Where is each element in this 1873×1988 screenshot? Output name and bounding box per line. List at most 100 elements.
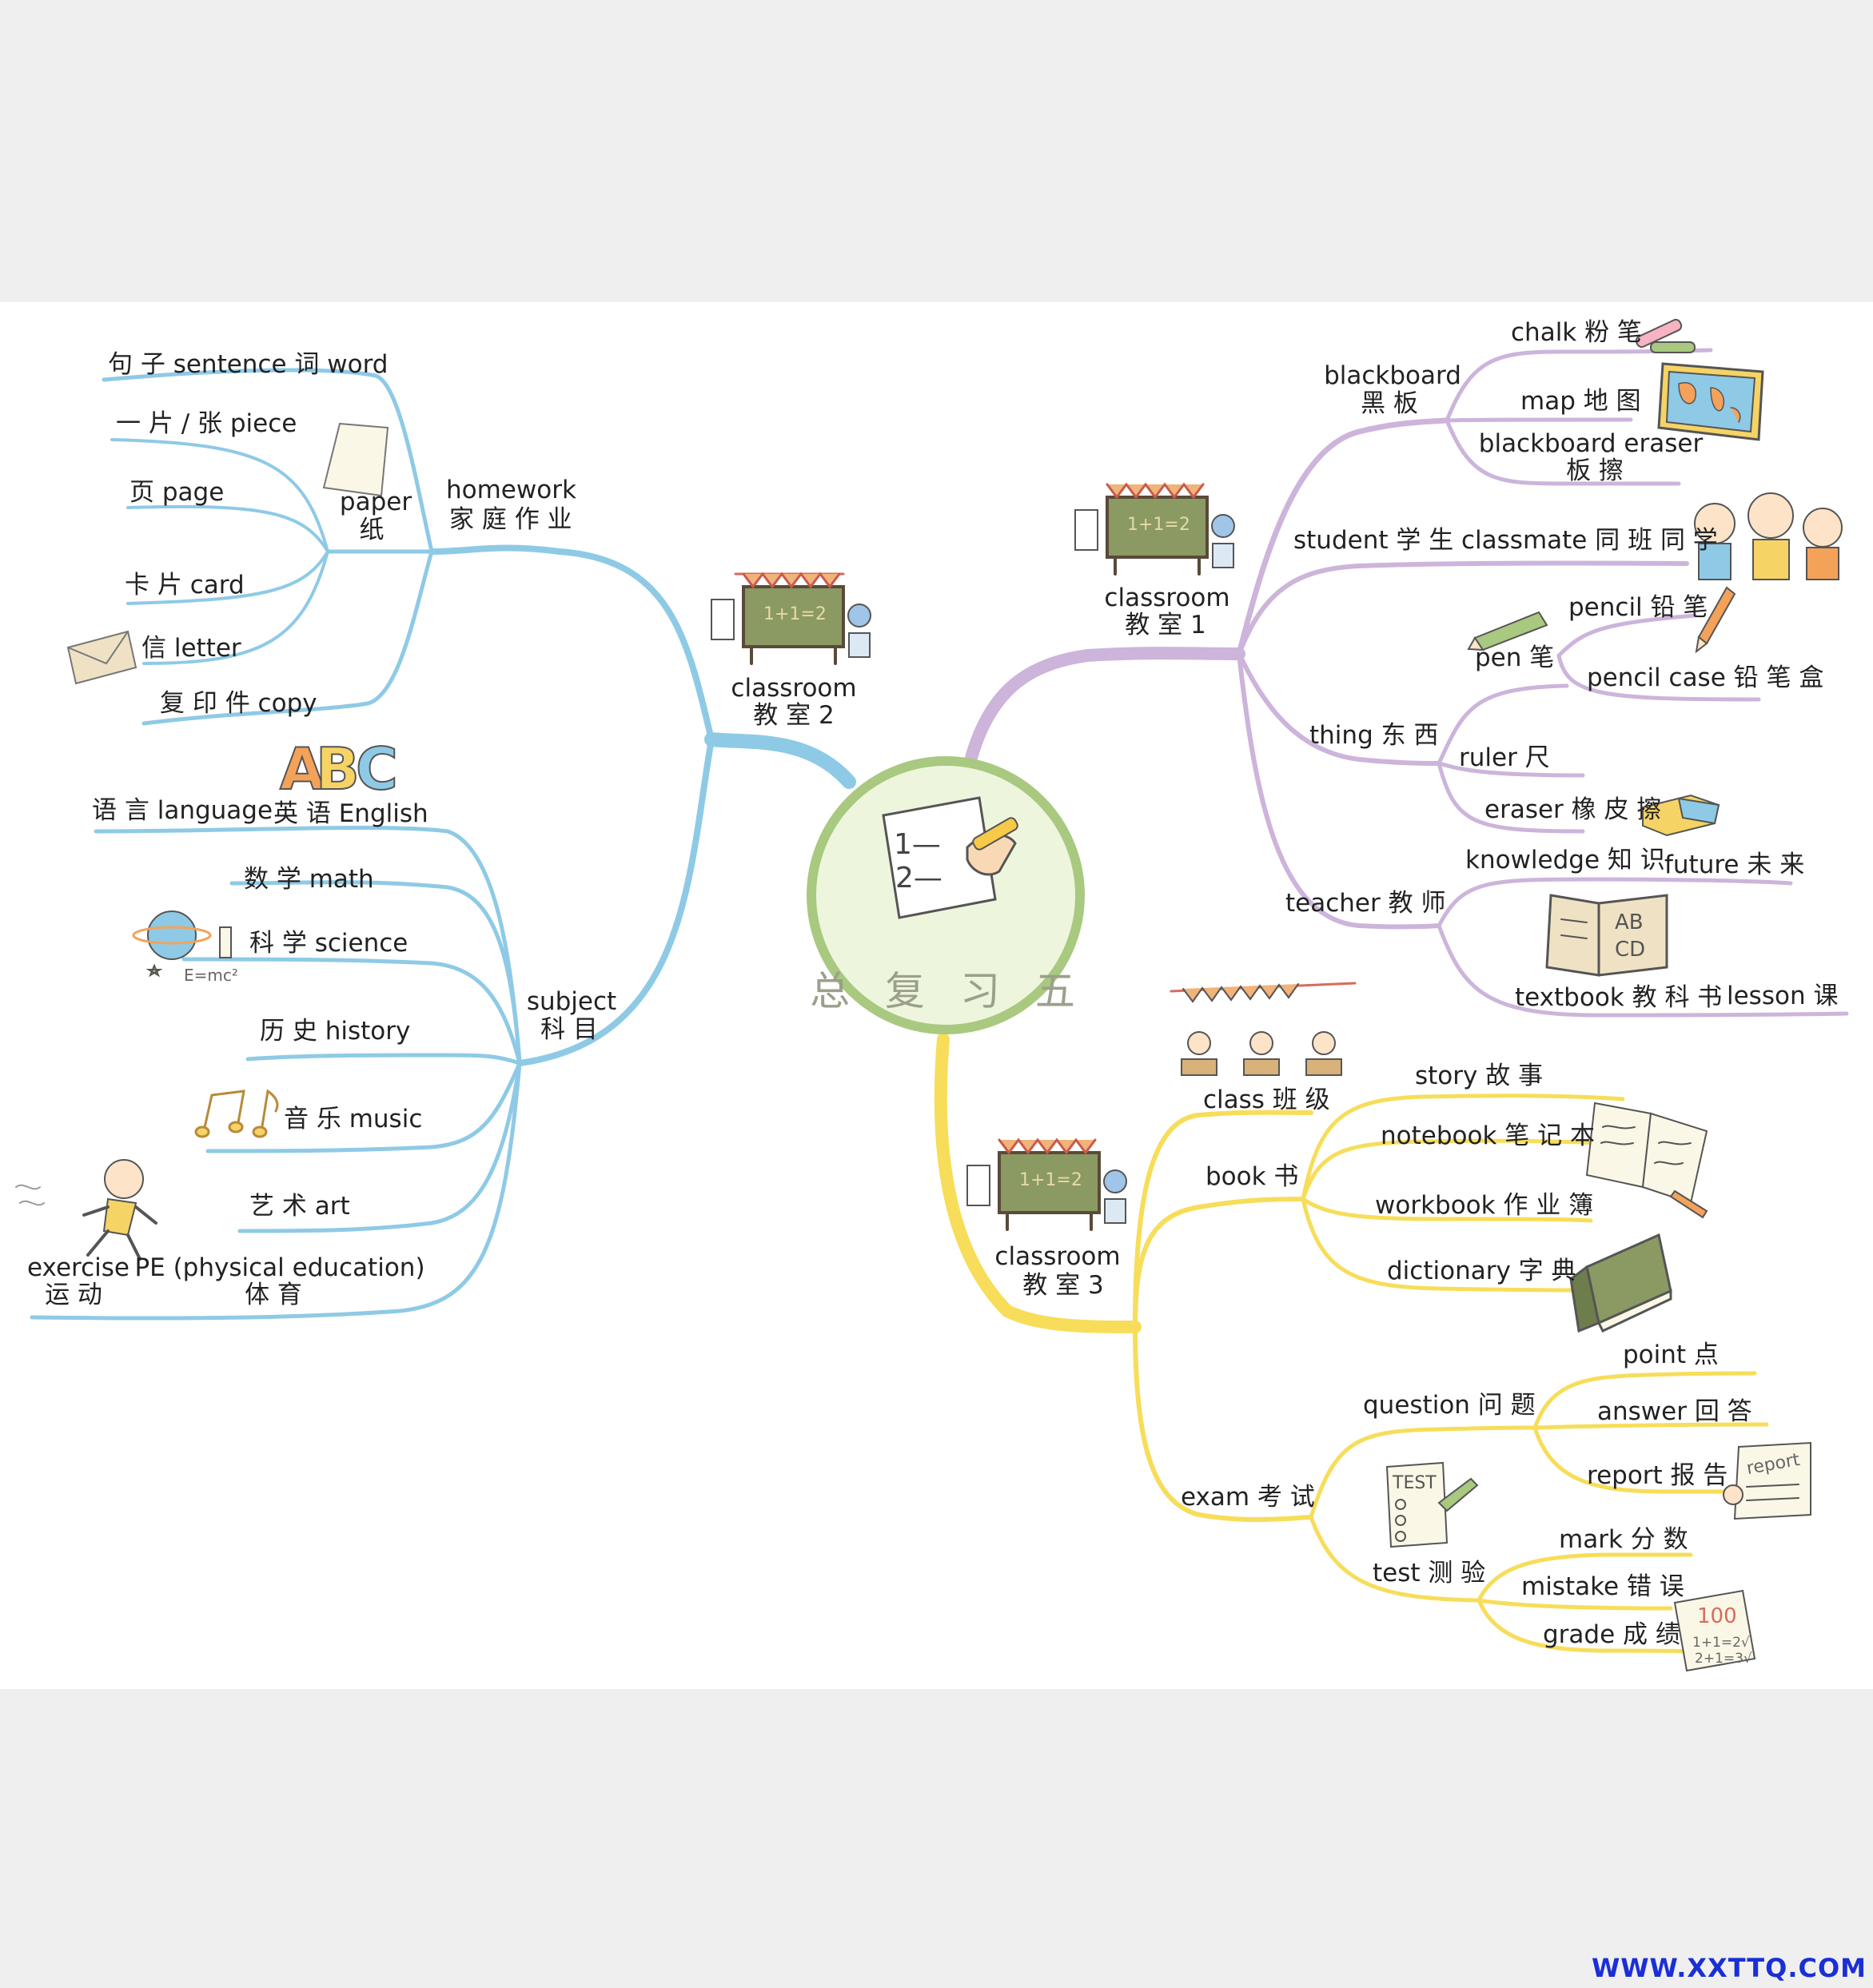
teacher-label: teacher 教 师 — [1285, 889, 1446, 918]
center-title: 总 复 习 五 — [810, 968, 1086, 1014]
classroom-board-icon: 1+1=2 — [711, 572, 871, 665]
classroom1-label-cn: 教 室 1 — [1125, 611, 1206, 639]
exercise-label-cn: 运 动 — [45, 1281, 102, 1309]
svg-text:TEST: TEST — [1392, 1473, 1437, 1493]
chalk-icon — [1635, 318, 1696, 353]
classmate-label: classmate 同 班 同 学 — [1461, 526, 1718, 555]
homework-label: homework — [446, 476, 576, 504]
answer-label: answer 回 答 — [1597, 1397, 1752, 1426]
subject-label: subject — [526, 987, 617, 1016]
pencil-case-label: pencil case 铅 笔 盒 — [1587, 663, 1824, 692]
dictionary-label: dictionary 字 典 — [1387, 1257, 1576, 1285]
science-label: 科 学 science — [249, 929, 408, 958]
history-label: 历 史 history — [260, 1017, 411, 1046]
kids-icon — [1694, 492, 1843, 580]
class-students-icon — [1170, 982, 1357, 1076]
blackboard-label: blackboard — [1324, 361, 1461, 390]
future-label: future 未 来 — [1664, 851, 1805, 879]
math-label: 数 学 math — [244, 865, 374, 894]
pe-label-cn: 体 育 — [245, 1281, 302, 1309]
svg-text:2+1=3√: 2+1=3√ — [1695, 1651, 1752, 1667]
language-label: 语 言 language — [92, 796, 273, 825]
book-label: book 书 — [1205, 1162, 1299, 1191]
planet-icon: E=mc² — [132, 910, 238, 985]
blackboard-eraser-label-cn: 板 擦 — [1566, 456, 1624, 485]
thing-label: thing 东 西 — [1309, 721, 1439, 750]
writing-hand-icon: 1— 2— — [882, 796, 1018, 919]
letter-label: 信 letter — [141, 634, 241, 663]
homework-label-cn: 家 庭 作 业 — [449, 505, 572, 534]
pencil-label: pencil 铅 笔 — [1568, 593, 1708, 622]
dictionary-icon — [1569, 1233, 1672, 1333]
notebook-icon — [1585, 1102, 1708, 1219]
blackboard-eraser-label: blackboard eraser — [1478, 429, 1704, 458]
question-label: question 问 题 — [1363, 1391, 1536, 1420]
classroom-board-icon: 1+1=2 — [1074, 482, 1235, 576]
student-label: student 学 生 — [1293, 526, 1454, 555]
page-label: 页 page — [130, 478, 225, 507]
svg-text:100: 100 — [1697, 1604, 1737, 1628]
svg-text:1+1=2: 1+1=2 — [1019, 1170, 1082, 1190]
svg-text:B: B — [316, 735, 360, 803]
knowledge-label: knowledge 知 识 — [1465, 846, 1665, 874]
envelope-icon — [66, 630, 137, 685]
card-label: 卡 片 card — [125, 571, 245, 600]
classroom-board-icon: 1+1=2 — [966, 1137, 1127, 1231]
classroom2-label: classroom — [731, 674, 857, 703]
mark-label: mark 分 数 — [1559, 1525, 1688, 1554]
music-label: 音 乐 music — [284, 1105, 423, 1133]
subject-label-cn: 科 目 — [540, 1015, 598, 1044]
mistake-label: mistake 错 误 — [1521, 1572, 1684, 1601]
sentence-word-label: 句 子 sentence 词 word — [108, 350, 389, 379]
grade-label: grade 成 绩 — [1543, 1620, 1680, 1649]
copy-label: 复 印 件 copy — [160, 689, 317, 718]
exam-label: exam 考 试 — [1181, 1483, 1315, 1512]
textbook-label: textbook 教 科 书 — [1515, 983, 1723, 1012]
mindmap-branches: 1— 2— 1+1=2 1+1=2 1+1=2 — [15, 318, 1849, 1672]
svg-text:1+1=2√: 1+1=2√ — [1692, 1635, 1750, 1651]
grade-paper-icon: 100 1+1=2√ 2+1=3√ — [1673, 1589, 1756, 1672]
piece-label: 一 片 / 张 piece — [116, 409, 297, 438]
watermark: WWW.XXTTQ.COM — [1591, 1953, 1867, 1983]
workbook-label: workbook 作 业 簿 — [1375, 1191, 1594, 1220]
paper-label: paper — [339, 488, 412, 516]
abc-letters-icon: A B C — [279, 735, 399, 803]
classroom3-label: classroom — [994, 1242, 1121, 1271]
abcd-book-icon: AB CD — [1545, 894, 1668, 977]
paper-label-cn: 纸 — [359, 516, 385, 544]
blackboard-label-cn: 黑 板 — [1361, 389, 1418, 418]
eraser-icon — [1642, 794, 1720, 837]
class-label: class 班 级 — [1203, 1086, 1330, 1114]
test-paper-icon: TEST — [1385, 1461, 1479, 1548]
eraser-label: eraser 橡 皮 擦 — [1484, 795, 1662, 824]
classroom2-label-cn: 教 室 2 — [753, 701, 835, 730]
svg-text:1+1=2: 1+1=2 — [763, 604, 827, 624]
paper-icon — [322, 422, 389, 497]
point-label: point 点 — [1623, 1341, 1719, 1369]
classroom3-label-cn: 教 室 3 — [1022, 1271, 1104, 1300]
art-label: 艺 术 art — [249, 1192, 350, 1221]
pen-icon — [1467, 611, 1548, 651]
classroom1-label: classroom — [1104, 584, 1230, 612]
notebook-label: notebook 笔 记 本 — [1381, 1121, 1595, 1150]
center-node: 1— 2— — [807, 756, 1085, 1034]
svg-text:2—: 2— — [895, 862, 942, 894]
abc-text: A — [280, 735, 325, 803]
svg-text:E=mc²: E=mc² — [184, 966, 238, 985]
lesson-label: lesson 课 — [1727, 982, 1839, 1010]
running-boy-icon — [15, 1159, 157, 1261]
report-icon: report — [1723, 1441, 1811, 1520]
branch-classroom2 — [30, 368, 856, 1321]
svg-text:CD: CD — [1615, 938, 1645, 962]
pen-label: pen 笔 — [1475, 643, 1555, 672]
svg-text:1+1=2: 1+1=2 — [1127, 515, 1190, 535]
branch-classroom1 — [965, 348, 1849, 1018]
svg-text:AB: AB — [1615, 910, 1644, 934]
pe-label: PE (physical education) — [134, 1253, 425, 1282]
svg-text:C: C — [356, 735, 398, 803]
math-lines-text: 1— — [894, 828, 941, 861]
chalk-label: chalk 粉 笔 — [1511, 318, 1642, 347]
exercise-label: exercise — [27, 1253, 130, 1282]
music-notes-icon — [194, 1089, 279, 1138]
map-label: map 地 图 — [1520, 387, 1641, 416]
